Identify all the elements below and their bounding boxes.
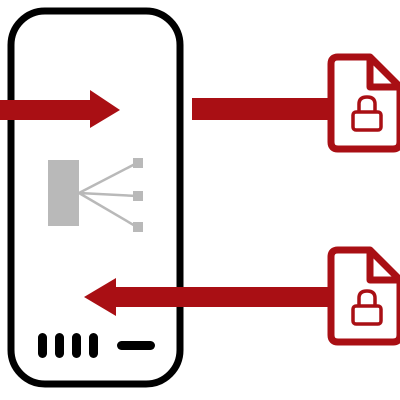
- hub-branch-line: [78, 161, 138, 195]
- arrow-left-icon: [84, 278, 328, 316]
- document-fold-top: [366, 57, 400, 91]
- document-body-bottom: [327, 246, 400, 346]
- return-arrow-shaft: [112, 287, 328, 307]
- server-body: [7, 7, 184, 388]
- locked-file-icon: [327, 53, 400, 153]
- document-fold-bottom: [366, 250, 400, 284]
- locked-file-icon: [327, 246, 400, 346]
- hub-node: [133, 191, 143, 201]
- lock-icon: [351, 95, 383, 132]
- arrow-right-icon: [0, 90, 120, 128]
- server-slots: [38, 333, 98, 358]
- lock-body: [351, 110, 383, 132]
- lock-icon: [351, 289, 383, 326]
- hub-node: [133, 158, 143, 168]
- hub-block: [48, 160, 79, 226]
- hub-branches: [78, 161, 138, 229]
- server-slot: [55, 333, 64, 358]
- lock-shackle: [357, 289, 377, 306]
- incoming-arrow-shaft: [0, 100, 96, 120]
- server-tower-icon: [7, 7, 184, 388]
- lock-body: [351, 304, 383, 326]
- server-indicator-bar: [117, 341, 155, 350]
- lock-shackle: [357, 95, 377, 112]
- hub-branch-line: [78, 191, 138, 229]
- server-slot: [38, 333, 47, 358]
- hub-branch-line: [78, 191, 138, 198]
- return-arrow-head: [84, 278, 116, 316]
- incoming-arrow-head: [90, 90, 120, 128]
- server-slot: [72, 333, 81, 358]
- document-body-top: [327, 53, 400, 153]
- distribution-hub-icon: [48, 158, 143, 232]
- server-slot: [89, 333, 98, 358]
- line-icon: [192, 98, 328, 120]
- hub-node: [133, 222, 143, 232]
